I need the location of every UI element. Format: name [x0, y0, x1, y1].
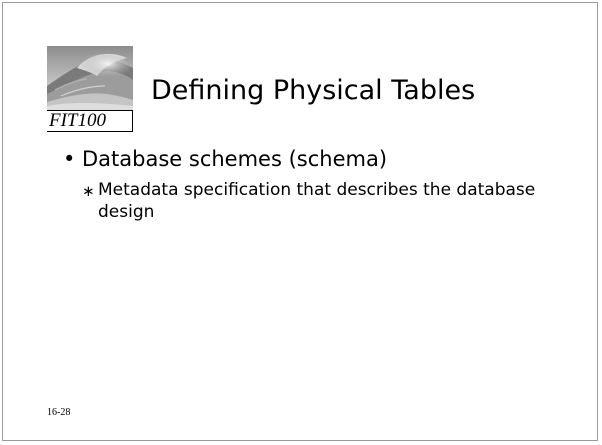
ocean-wave-icon	[47, 46, 133, 112]
sub-bullet-text: Metadata specification that describes th…	[98, 180, 536, 222]
slide-title: Defining Physical Tables	[151, 75, 476, 106]
slide-body: • Database schemes (schema) ∗ Metadata s…	[63, 145, 583, 223]
bullet-icon: •	[63, 147, 76, 171]
sub-bullet-icon: ∗	[82, 182, 95, 200]
bullet-text: Database schemes (schema)	[82, 147, 388, 171]
slide: FIT100 Defining Physical Tables • Databa…	[2, 2, 598, 441]
fit100-logo: FIT100	[47, 46, 133, 132]
slide-number: 16-28	[47, 407, 71, 418]
logo-label: FIT100	[47, 110, 133, 132]
bullet-item: • Database schemes (schema)	[63, 145, 583, 173]
sub-bullet-item: ∗ Metadata specification that describes …	[82, 179, 568, 223]
